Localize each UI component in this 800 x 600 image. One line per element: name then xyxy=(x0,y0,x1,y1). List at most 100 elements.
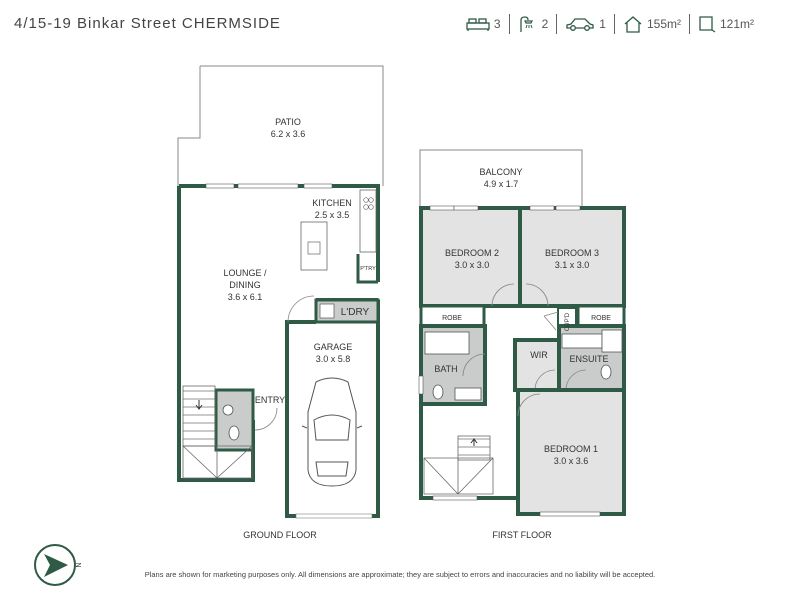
first-floor xyxy=(418,149,626,517)
stair-arrow xyxy=(195,400,203,410)
cupboard-label: CUP'D xyxy=(565,312,571,331)
window xyxy=(529,205,555,211)
car-outline xyxy=(301,377,363,487)
bedroom-1 xyxy=(516,388,626,516)
toilet xyxy=(228,425,240,441)
window xyxy=(432,495,478,501)
door-swing xyxy=(517,393,541,417)
bedroom-1-label: BEDROOM 1 xyxy=(544,444,598,454)
ground-floor xyxy=(177,65,384,519)
disclaimer: Plans are shown for marketing purposes o… xyxy=(144,570,656,579)
door-swing xyxy=(565,369,587,391)
ground-floor-label: GROUND FLOOR xyxy=(243,530,317,540)
bedrooms-stat: 3 xyxy=(466,16,501,32)
house-icon xyxy=(624,16,642,33)
first-floor-walls xyxy=(419,404,518,500)
car-stat: 1 xyxy=(565,16,606,32)
car-count: 1 xyxy=(599,17,606,31)
window xyxy=(429,205,455,211)
pantry-wall xyxy=(356,254,378,284)
door-swing xyxy=(462,353,486,377)
stair-landing xyxy=(423,457,494,495)
garage-door xyxy=(295,513,373,519)
patio-outline xyxy=(177,65,384,186)
garage-door-swing xyxy=(287,295,315,323)
cooktop xyxy=(363,204,369,210)
patio-size: 6.2 x 3.6 xyxy=(271,129,306,139)
kitchen-island xyxy=(300,221,328,271)
ensuite-label: ENSUITE xyxy=(569,354,608,364)
entry-label: ENTRY xyxy=(255,395,285,405)
sliding-door xyxy=(237,183,299,189)
total-area-stat: 155m² xyxy=(623,15,681,33)
compass-north-label: N xyxy=(74,562,81,567)
kitchen-label: KITCHEN xyxy=(312,198,352,208)
property-address: 4/15-19 Binkar Street CHERMSIDE xyxy=(14,15,281,32)
stair-landing xyxy=(182,445,253,479)
bed-icon xyxy=(466,18,490,31)
window xyxy=(539,511,601,517)
ensuite-vanity xyxy=(561,333,603,349)
cupboard-door xyxy=(543,311,559,331)
bath-label: BATH xyxy=(434,364,457,374)
window xyxy=(205,183,235,189)
door-swing xyxy=(534,369,556,391)
toilet xyxy=(432,384,444,400)
shower xyxy=(601,329,623,353)
divider xyxy=(688,14,690,34)
bath-vanity xyxy=(454,387,482,401)
door-swing xyxy=(491,283,515,307)
laundry-tub xyxy=(319,303,335,319)
pantry-label: P'TRY xyxy=(360,266,376,272)
window xyxy=(453,205,479,211)
laundry-label: L'DRY xyxy=(341,307,370,318)
divider xyxy=(613,14,615,34)
compass-icon xyxy=(34,544,76,586)
car-icon xyxy=(566,18,594,31)
balcony-outline xyxy=(419,149,583,206)
powder-room xyxy=(214,388,255,452)
floor-area-icon xyxy=(699,16,716,33)
total-area-value: 155m² xyxy=(646,17,681,31)
garage-label: GARAGE xyxy=(314,342,353,352)
balcony-label: BALCONY xyxy=(479,167,522,177)
cooktop xyxy=(363,197,369,203)
bathtub xyxy=(424,331,470,355)
divider xyxy=(508,14,510,34)
bedrooms-count: 3 xyxy=(493,17,501,31)
bedroom-2-size: 3.0 x 3.0 xyxy=(455,260,490,270)
toilet xyxy=(600,364,612,380)
bathrooms-stat: 2 xyxy=(518,15,549,33)
stair-arrow xyxy=(470,438,478,446)
dining-label: DINING xyxy=(229,280,261,290)
internal-area-stat: 121m² xyxy=(698,15,754,33)
kitchen-size: 2.5 x 3.5 xyxy=(315,210,350,220)
bathrooms-count: 2 xyxy=(541,17,549,31)
cooktop xyxy=(368,197,374,203)
bedroom-2-label: BEDROOM 2 xyxy=(445,248,499,258)
internal-area-value: 121m² xyxy=(719,17,754,31)
kitchen-sink xyxy=(307,241,321,255)
bedroom-1-size: 3.0 x 3.6 xyxy=(554,456,589,466)
divider xyxy=(556,14,558,34)
robe-right-label: ROBE xyxy=(591,315,611,322)
patio-label: PATIO xyxy=(275,117,301,127)
door-swing xyxy=(525,283,549,307)
garage-size: 3.0 x 5.8 xyxy=(316,354,351,364)
bedroom-3-label: BEDROOM 3 xyxy=(545,248,599,258)
basin xyxy=(222,404,234,416)
wir xyxy=(513,338,561,392)
first-floor-label: FIRST FLOOR xyxy=(492,530,552,540)
window xyxy=(555,205,581,211)
wir-label: WIR xyxy=(530,350,548,360)
window xyxy=(303,183,333,189)
shower-icon xyxy=(519,16,533,32)
ground-stairs xyxy=(182,385,216,447)
property-stats: 3 2 1 155m² 121m² xyxy=(466,14,754,34)
robe-left-label: ROBE xyxy=(442,315,462,322)
lounge-label: LOUNGE / xyxy=(223,268,267,278)
balcony-size: 4.9 x 1.7 xyxy=(484,179,519,189)
entry-door-swing xyxy=(254,407,278,431)
bedroom-3-size: 3.1 x 3.0 xyxy=(555,260,590,270)
